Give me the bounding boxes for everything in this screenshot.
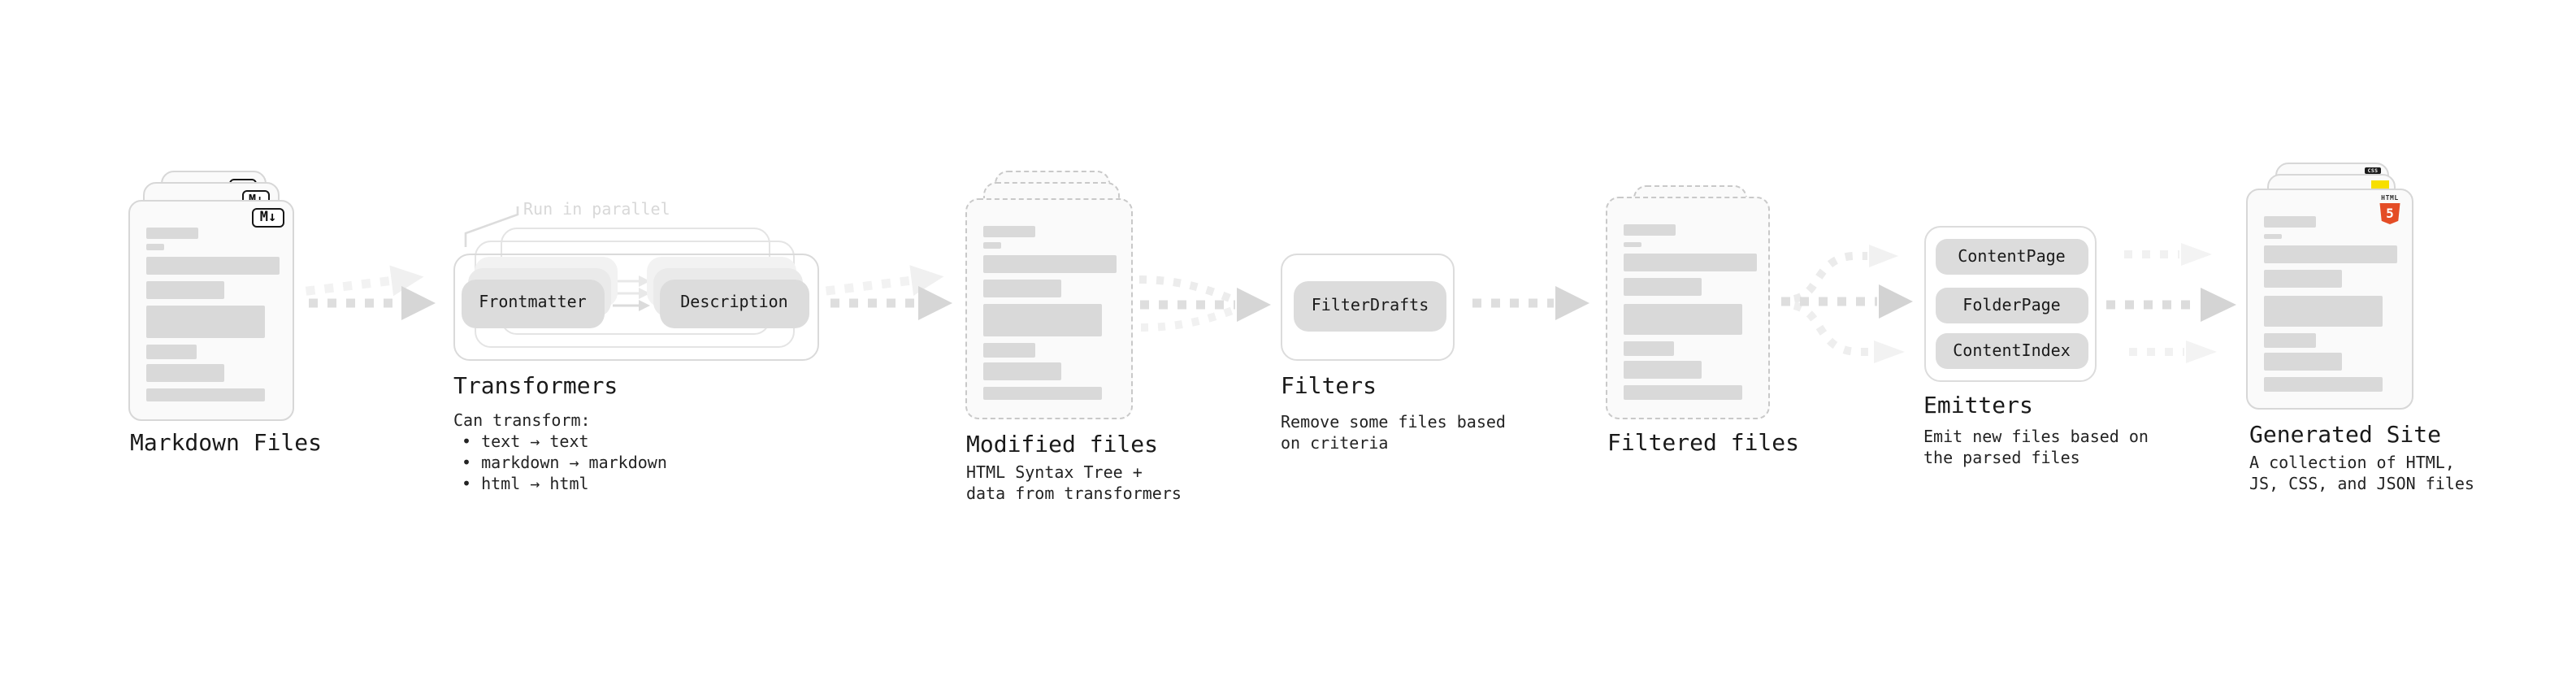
filters-desc-line: Remove some files based (1281, 414, 1506, 432)
modified-files-description: HTML Syntax Tree + data from transformer… (966, 462, 1182, 505)
modified-file-card (965, 197, 1132, 419)
modified-desc-line: HTML Syntax Tree + (966, 464, 1143, 482)
folderpage-pill: FolderPage (1935, 288, 2088, 323)
transformer-container (453, 253, 819, 360)
skeleton-bar (983, 225, 1035, 236)
markdown-files-label: Markdown Files (130, 430, 323, 456)
generated-site-label: Generated Site (2249, 422, 2442, 448)
markdown-icon: M↓ (252, 208, 284, 227)
description-pill: Description (660, 279, 809, 328)
skeleton-bar (1623, 224, 1675, 236)
arrow-filters-to-filtered (1472, 286, 1589, 320)
generated-desc-line: A collection of HTML, (2249, 454, 2455, 472)
emitters-desc-line: Emit new files based on (1923, 429, 2149, 447)
html5-icon: HTML 5 (2379, 193, 2400, 224)
skeleton-bar (2264, 216, 2316, 228)
arrow-markdown-to-transformers (309, 286, 436, 320)
arrow-emitters-to-generated (2106, 243, 2236, 363)
filterdrafts-pill: FilterDrafts (1294, 281, 1446, 331)
skeleton-bar (983, 304, 1102, 336)
emitters-description: Emit new files based on the parsed files (1923, 427, 2149, 470)
js-icon (2370, 180, 2389, 191)
skeleton-bar (983, 362, 1061, 380)
skeleton-bar (1623, 361, 1701, 379)
skeleton-bar (1623, 241, 1641, 247)
skeleton-bar (2264, 333, 2315, 348)
arrow-filtered-to-emitters (1781, 245, 1913, 363)
skeleton-bar (983, 342, 1034, 357)
transformers-bullet: • html → html (462, 476, 589, 494)
skeleton-bar (983, 386, 1102, 400)
skeleton-bar (1623, 385, 1741, 399)
generated-html-card: HTML 5 (2246, 189, 2413, 409)
generated-site-description: A collection of HTML, JS, CSS, and JSON … (2249, 453, 2474, 495)
skeleton-bar (983, 254, 1117, 272)
transformers-desc-heading: Can transform: (453, 413, 591, 431)
skeleton-bar (1623, 303, 1741, 335)
filters-title: Filters (1281, 373, 1377, 399)
skeleton-bar (2264, 233, 2282, 239)
contentindex-pill: ContentIndex (1935, 333, 2088, 369)
skeleton-bar (1623, 341, 1674, 356)
transformers-title: Transformers (453, 373, 618, 399)
frontmatter-pill: Frontmatter (462, 279, 604, 328)
filters-desc-line: on criteria (1281, 435, 1389, 453)
skeleton-bar (983, 242, 1001, 248)
emitters-panel: ContentPage FolderPage ContentIndex (1923, 226, 2097, 382)
generated-desc-line: JS, CSS, and JSON files (2249, 475, 2474, 493)
arrow-transformers-to-modified-ghost (825, 265, 944, 296)
modified-files-label: Modified files (966, 432, 1159, 458)
modified-desc-line: data from transformers (966, 485, 1182, 503)
arrow-markdown-to-transformers-ghost (305, 265, 424, 297)
skeleton-bar (145, 363, 223, 381)
emitters-title: Emitters (1923, 393, 2033, 419)
note-leader-line (464, 206, 519, 247)
skeleton-bar (2264, 353, 2342, 371)
skeleton-bar (2264, 270, 2342, 288)
skeleton-bar (1623, 278, 1701, 296)
html5-shield: 5 (2379, 203, 2400, 224)
skeleton-bar (145, 227, 197, 238)
skeleton-bar (145, 388, 264, 401)
skeleton-bar (145, 256, 279, 274)
markdown-file-card: M↓ (128, 199, 294, 421)
skeleton-bar (983, 279, 1061, 297)
transformer-pill-arrows (613, 275, 650, 311)
filters-panel: FilterDrafts (1281, 254, 1455, 360)
arrow-transformers-to-modified (830, 286, 952, 320)
transformers-bullet: • markdown → markdown (462, 455, 667, 473)
transformers-bullet: • text → text (462, 434, 589, 452)
transformers-description: Can transform: • text → text • markdown … (453, 411, 667, 496)
filtered-file-card (1605, 197, 1770, 419)
filtered-files-label: Filtered files (1607, 430, 1800, 456)
skeleton-bar (145, 344, 197, 358)
skeleton-bar (145, 244, 163, 249)
skeleton-bar (145, 306, 264, 337)
skeleton-bar (2264, 245, 2397, 263)
arrow-modified-to-filters (1138, 275, 1271, 332)
emitters-desc-line: the parsed files (1923, 450, 2080, 468)
skeleton-bar (2264, 295, 2383, 327)
skeleton-bar (2264, 377, 2383, 391)
skeleton-bar (1623, 254, 1756, 271)
filters-description: Remove some files based on criteria (1281, 412, 1506, 454)
run-in-parallel-note: Run in parallel (523, 201, 670, 219)
skeleton-bar (145, 280, 223, 298)
contentpage-pill: ContentPage (1935, 239, 2088, 275)
